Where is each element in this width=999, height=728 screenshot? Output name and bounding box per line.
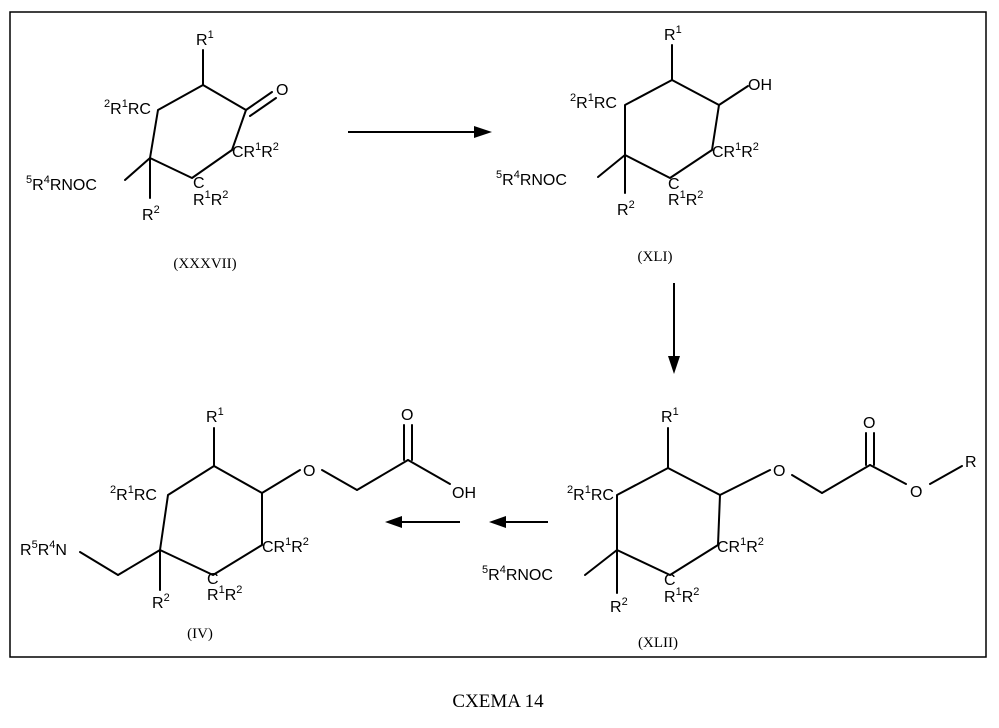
ring-bonds [80, 425, 450, 590]
r-group-label: R [965, 454, 977, 471]
amide-label: 5R4RNOC [482, 564, 553, 584]
carbonyl-oxygen-label: O [401, 407, 413, 424]
cr1r2-label: CR1R2 [232, 141, 279, 161]
r2r1c-label: 2R1RC [104, 98, 151, 118]
compound-label-iv: (IV) [187, 626, 213, 642]
r1-label: R1 [661, 406, 679, 426]
r1r2-label: R1R2 [668, 189, 703, 209]
compound-label-xli: (XLI) [638, 249, 673, 265]
c-label: C [668, 176, 680, 193]
compound-iv: R1 O O OH 2R1RC CR1R2 C R1R2 R5R4N R2 (I… [20, 406, 476, 642]
reaction-arrow-4 [385, 516, 460, 528]
carbonyl-oxygen-label: O [863, 415, 875, 432]
r2-label: R2 [142, 204, 160, 224]
reaction-arrow-1 [348, 126, 492, 138]
r2r1c-label: 2R1RC [570, 92, 617, 112]
r1-label: R1 [664, 24, 682, 44]
scheme-caption: CXEMA 14 [452, 691, 544, 712]
compound-xxxvii: R1 O 2R1RC CR1R2 C R1R2 5R4RNOC R2 (XXXV… [26, 29, 288, 272]
c-label: C [207, 571, 219, 588]
cr1r2-label: CR1R2 [717, 536, 764, 556]
r2-label: R2 [152, 592, 170, 612]
r1r2-label: R1R2 [193, 189, 228, 209]
ring-bonds [598, 45, 748, 193]
hydroxyl-label: OH [452, 485, 476, 502]
compound-label-xlii: (XLII) [638, 635, 678, 651]
compound-xli: R1 OH 2R1RC CR1R2 C R1R2 5R4RNOC R2 (XLI… [496, 24, 772, 265]
reaction-arrow-3 [489, 516, 548, 528]
cr1r2-label: CR1R2 [262, 536, 309, 556]
cr1r2-label: CR1R2 [712, 141, 759, 161]
oxygen-label: O [773, 463, 785, 480]
c-label: C [664, 572, 676, 589]
scheme-frame [10, 12, 986, 657]
compound-xlii: R1 O O O R 2R1RC CR1R2 C R1R2 5R4RNOC R2… [482, 406, 977, 651]
r2-label: R2 [617, 199, 635, 219]
r1-label: R1 [196, 29, 214, 49]
r2r1c-label: 2R1RC [110, 484, 157, 504]
r2-label: R2 [610, 596, 628, 616]
r1r2-label: R1R2 [207, 584, 242, 604]
reaction-arrow-2 [668, 283, 680, 374]
oxygen-label: O [303, 463, 315, 480]
ester-oxygen-label: O [910, 484, 922, 501]
amide-label: 5R4RNOC [26, 174, 97, 194]
c-label: C [193, 175, 205, 192]
amine-label: R5R4N [20, 539, 67, 559]
r1r2-label: R1R2 [664, 586, 699, 606]
amide-label: 5R4RNOC [496, 169, 567, 189]
compound-label-xxxvii: (XXXVII) [173, 256, 236, 272]
oxygen-label: O [276, 82, 288, 99]
hydroxyl-label: OH [748, 77, 772, 94]
r1-label: R1 [206, 406, 224, 426]
r2r1c-label: 2R1RC [567, 484, 614, 504]
ring-bonds [585, 428, 962, 593]
